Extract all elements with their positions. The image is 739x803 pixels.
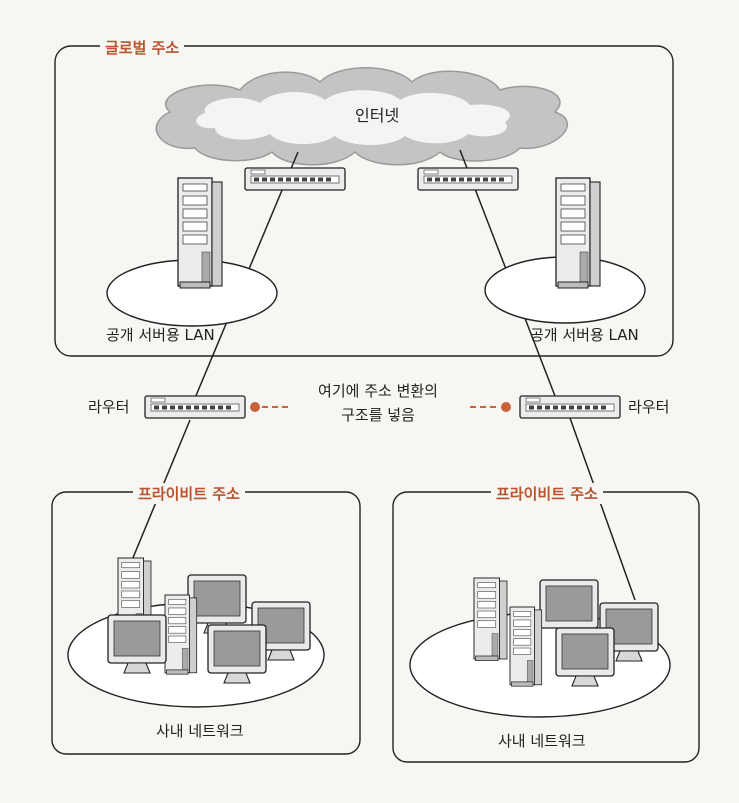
router-right (519, 395, 621, 419)
router-right-label: 라우터 (628, 398, 670, 416)
public-server-right (555, 177, 601, 289)
public-lan-right-label: 공개 서버용 LAN (530, 326, 639, 344)
link-router-right-internal (569, 417, 636, 601)
nat-marker-left (250, 402, 260, 412)
internal-lan-right-label: 사내 네트워크 (498, 732, 586, 750)
public-server-left (177, 177, 223, 289)
internet-cloud-inner (196, 90, 510, 145)
switch-left (244, 167, 346, 191)
router-left (144, 395, 246, 419)
internal-server-left-2 (164, 594, 198, 675)
internal-server-right-2 (509, 606, 543, 687)
nat-annotation-line1: 여기에 주소 변환의 (318, 382, 438, 400)
nat-annotation-line2: 구조를 넣음 (341, 406, 415, 424)
internal-lan-left-label: 사내 네트워크 (156, 722, 244, 740)
switch-right (417, 167, 519, 191)
public-lan-left-label: 공개 서버용 LAN (106, 326, 215, 344)
router-left-label: 라우터 (88, 398, 130, 416)
global-zone-title: 글로벌 주소 (100, 37, 185, 58)
private-right-zone-title: 프라이비트 주소 (491, 483, 603, 504)
internal-server-right-1 (473, 577, 508, 661)
private-left-zone-title: 프라이비트 주소 (133, 483, 245, 504)
internet-label: 인터넷 (355, 106, 400, 125)
global-zone-frame (54, 45, 674, 357)
nat-marker-right (501, 402, 511, 412)
